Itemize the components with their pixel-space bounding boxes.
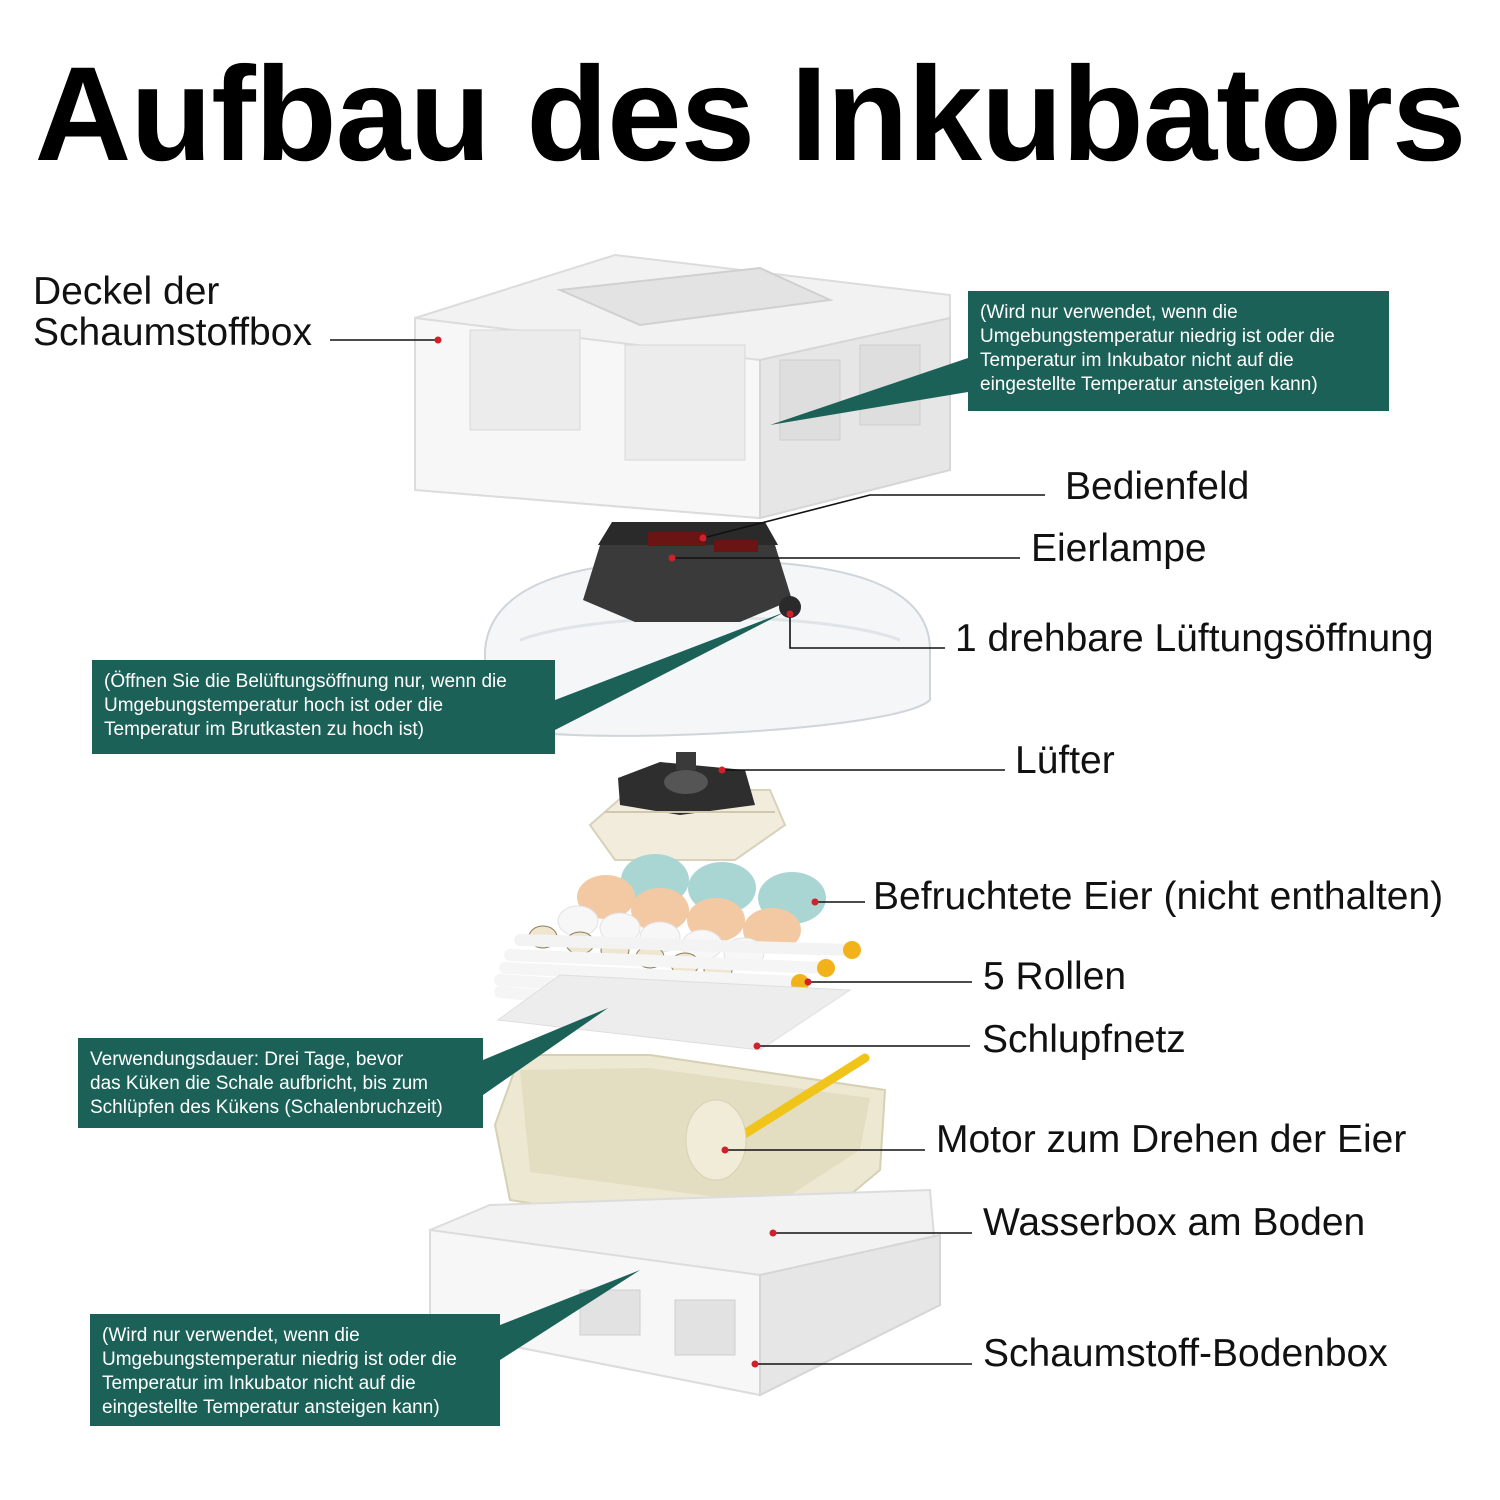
label-eggs: Befruchtete Eier (nicht enthalten): [873, 875, 1444, 918]
label-fan: Lüfter: [1015, 739, 1115, 782]
fan-module: [588, 752, 787, 861]
label-motor: Motor zum Drehen der Eier: [936, 1118, 1407, 1161]
note-pointers: [483, 358, 968, 1360]
label-vent: 1 drehbare Lüftungsöffnung: [955, 617, 1434, 660]
hatching-net: [496, 974, 852, 1051]
note-bottom: (Wird nur verwendet, wenn die Umgebungst…: [90, 1314, 500, 1426]
marker-dots: [434, 336, 819, 1368]
label-hatching-net: Schlupfnetz: [982, 1018, 1186, 1061]
foam-bottom-box: [429, 1188, 942, 1397]
label-bottom-box: Schaumstoff-Bodenbox: [983, 1332, 1388, 1375]
note-net: Verwendungsdauer: Drei Tage, bevor das K…: [78, 1038, 483, 1128]
label-control-panel: Bedienfeld: [1065, 465, 1250, 508]
leader-lines: [330, 339, 1045, 1365]
control-panel: [583, 522, 801, 622]
page-title: Aufbau des Inkubators: [34, 40, 1467, 189]
note-lid: (Wird nur verwendet, wenn die Umgebungst…: [968, 291, 1389, 411]
label-egg-lamp: Eierlampe: [1031, 527, 1207, 570]
note-net-text: Verwendungsdauer: Drei Tage, bevor das K…: [90, 1049, 443, 1118]
label-rollers: 5 Rollen: [983, 955, 1127, 998]
note-vent-text: (Öffnen Sie die Belüftungsöffnung nur, w…: [104, 671, 507, 740]
note-vent: (Öffnen Sie die Belüftungsöffnung nur, w…: [92, 660, 555, 754]
note-lid-text: (Wird nur verwendet, wenn die Umgebungst…: [980, 302, 1335, 395]
note-bottom-text: (Wird nur verwendet, wenn die Umgebungst…: [102, 1325, 457, 1418]
foam-lid: [414, 253, 951, 520]
label-lid: Deckel der Schaumstoffbox: [33, 270, 312, 354]
label-water-box: Wasserbox am Boden: [983, 1201, 1366, 1244]
